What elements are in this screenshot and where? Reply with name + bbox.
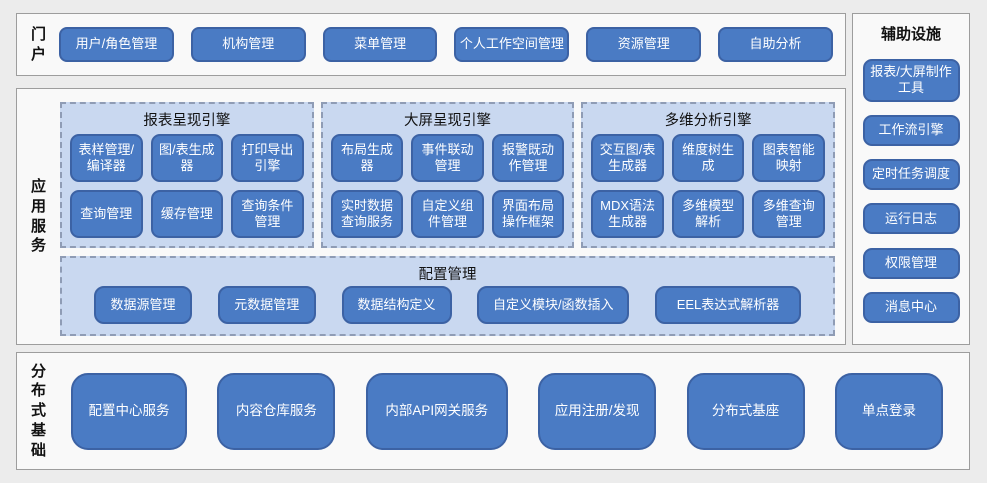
datasource-management-block: 数据源管理 (94, 286, 192, 324)
distributed-base-section: 分布式基础 配置中心服务 内容仓库服务 内部API网关服务 应用注册/发现 分布… (16, 352, 970, 470)
distributed-foundation-block: 分布式基座 (686, 372, 805, 450)
olap-engine-panel: 多维分析引擎 交互图/表生成器 维度树生成 图表智能映射 MDX语法生成器 多维… (581, 102, 836, 248)
metadata-management-block: 元数据管理 (217, 286, 316, 324)
application-services-content: 报表呈现引擎 表样管理/编译器 图/表生成器 打印导出引擎 查询管理 缓存管理 … (60, 89, 836, 344)
bigscreen-engine-blocks: 布局生成器 事件联动管理 报警既动作管理 实时数据查询服务 自定义组件管理 界面… (330, 134, 565, 238)
portal-section: 门户 用户/角色管理 机构管理 菜单管理 个人工作空间管理 资源管理 自助分析 (16, 13, 846, 76)
bigscreen-engine-title: 大屏呈现引擎 (404, 113, 491, 129)
dimension-tree-generation-block: 维度树生成 (671, 134, 745, 182)
portal-blocks: 用户/角色管理 机构管理 菜单管理 个人工作空间管理 资源管理 自助分析 (59, 27, 833, 62)
run-log-block: 运行日志 (862, 203, 960, 235)
olap-engine-blocks: 交互图/表生成器 维度树生成 图表智能映射 MDX语法生成器 多维模型解析 多维… (591, 134, 825, 238)
custom-component-management-block: 自定义组件管理 (411, 190, 484, 238)
config-management-title: 配置管理 (418, 267, 477, 283)
single-sign-on-block: 单点登录 (834, 372, 943, 450)
auxiliary-blocks: 报表/大屏制作工具 工作流引擎 定时任务调度 运行日志 权限管理 消息中心 (853, 44, 969, 336)
query-condition-management-block: 查询条件管理 (231, 190, 304, 238)
application-services-label: 应用服务 (30, 177, 46, 255)
report-engine-title: 报表呈现引擎 (143, 113, 231, 129)
permission-management-block: 权限管理 (862, 247, 960, 279)
chart-table-generator-block: 图/表生成器 (150, 134, 224, 182)
personal-workspace-management-block: 个人工作空间管理 (454, 27, 570, 62)
report-bigscreen-tool-block: 报表/大屏制作工具 (862, 59, 960, 102)
alarm-action-management-block: 报警既动作管理 (491, 134, 565, 182)
multidim-query-management-block: 多维查询管理 (752, 190, 825, 238)
config-management-panel: 配置管理 数据源管理 元数据管理 数据结构定义 自定义模块/函数插入 EEL表达… (60, 256, 835, 336)
mdx-syntax-generator-block: MDX语法生成器 (591, 190, 664, 238)
olap-engine-title: 多维分析引擎 (664, 113, 752, 129)
multidim-model-parsing-block: 多维模型解析 (671, 190, 745, 238)
print-export-engine-block: 打印导出引擎 (231, 134, 304, 182)
data-structure-definition-block: 数据结构定义 (341, 286, 452, 324)
user-role-management-block: 用户/角色管理 (59, 27, 174, 62)
portal-section-label: 门户 (30, 25, 46, 63)
app-registration-discovery-block: 应用注册/发现 (538, 372, 657, 450)
org-management-block: 机构管理 (190, 27, 306, 62)
config-management-blocks: 数据源管理 元数据管理 数据结构定义 自定义模块/函数插入 EEL表达式解析器 (76, 286, 819, 324)
workflow-engine-block: 工作流引擎 (862, 114, 960, 146)
query-management-block: 查询管理 (70, 190, 143, 238)
auxiliary-facilities-section: 辅助设施 报表/大屏制作工具 工作流引擎 定时任务调度 运行日志 权限管理 消息… (852, 13, 970, 345)
report-engine-panel: 报表呈现引擎 表样管理/编译器 图/表生成器 打印导出引擎 查询管理 缓存管理 … (60, 102, 314, 248)
config-center-service-block: 配置中心服务 (71, 372, 187, 450)
content-repository-service-block: 内容仓库服务 (217, 372, 336, 450)
auxiliary-facilities-title: 辅助设施 (880, 26, 941, 43)
scheduled-task-block: 定时任务调度 (862, 159, 960, 191)
chart-smart-mapping-block: 图表智能映射 (752, 134, 825, 182)
event-linkage-management-block: 事件联动管理 (411, 134, 484, 182)
layout-generator-block: 布局生成器 (330, 134, 404, 182)
eel-expression-parser-block: EEL表达式解析器 (655, 286, 801, 324)
realtime-data-query-service-block: 实时数据查询服务 (330, 190, 404, 238)
ui-layout-framework-block: 界面布局操作框架 (491, 190, 565, 238)
table-style-compiler-block: 表样管理/编译器 (70, 134, 143, 182)
interactive-chart-generator-block: 交互图/表生成器 (591, 134, 664, 182)
resource-management-block: 资源管理 (586, 27, 702, 62)
cache-management-block: 缓存管理 (150, 190, 224, 238)
distributed-base-label: 分布式基础 (30, 362, 46, 459)
application-services-section: 应用服务 报表呈现引擎 表样管理/编译器 图/表生成器 打印导出引擎 查询管理 … (16, 88, 846, 345)
custom-module-function-block: 自定义模块/函数插入 (477, 286, 630, 324)
internal-api-gateway-service-block: 内部API网关服务 (365, 372, 508, 450)
self-service-analysis-block: 自助分析 (718, 27, 833, 62)
menu-management-block: 菜单管理 (322, 27, 438, 62)
report-engine-blocks: 表样管理/编译器 图/表生成器 打印导出引擎 查询管理 缓存管理 查询条件管理 (70, 134, 304, 238)
message-center-block: 消息中心 (862, 291, 960, 323)
bigscreen-engine-panel: 大屏呈现引擎 布局生成器 事件联动管理 报警既动作管理 实时数据查询服务 自定义… (320, 102, 575, 248)
engine-panels: 报表呈现引擎 表样管理/编译器 图/表生成器 打印导出引擎 查询管理 缓存管理 … (60, 102, 836, 248)
distributed-base-blocks: 配置中心服务 内容仓库服务 内部API网关服务 应用注册/发现 分布式基座 单点… (71, 372, 943, 450)
